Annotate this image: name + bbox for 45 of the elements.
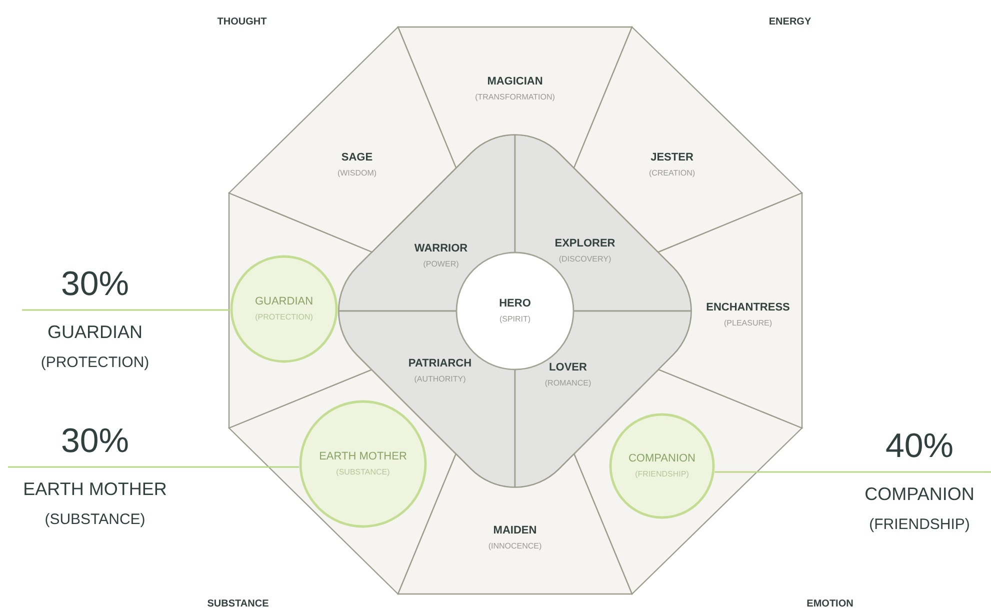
- percentage-value: 30%: [60, 265, 130, 303]
- archetype-name: EARTH MOTHER: [22, 478, 168, 500]
- archetype-trait: (PROTECTION): [40, 353, 150, 372]
- archetype-trait: (DISCOVERY): [558, 254, 612, 264]
- archetype-trait: (SPIRIT): [499, 314, 531, 324]
- archetype-name: ENCHANTRESS: [706, 302, 790, 314]
- archetype-name: COMPANION: [864, 483, 976, 505]
- archetype-name: SAGE: [341, 152, 373, 164]
- archetype-trait: (WISDOM): [337, 168, 377, 178]
- highlight-circle: [230, 255, 338, 363]
- archetype-name: PATRIARCH: [408, 358, 472, 370]
- archetype-name: HERO: [499, 298, 531, 310]
- quadrant-label: ENERGY: [768, 16, 812, 28]
- archetype-name: EXPLORER: [554, 238, 616, 250]
- leader-line: [714, 471, 991, 473]
- archetype-name: MAIDEN: [493, 524, 537, 538]
- archetype-trait: (SUBSTANCE): [336, 466, 390, 478]
- archetype-trait: (PROTECTION): [255, 312, 313, 322]
- archetype-trait: (AUTHORITY): [414, 374, 466, 384]
- leader-line: [22, 309, 230, 311]
- archetype-name: LOVER: [549, 362, 587, 374]
- percentage-value: 40%: [884, 427, 955, 465]
- archetype-name: MAGICIAN: [487, 76, 543, 88]
- quadrant-label: THOUGHT: [217, 16, 267, 28]
- archetype-trait: (INNOCENCE): [488, 540, 542, 552]
- highlight-circle: [609, 413, 715, 519]
- archetype-trait: (CREATION): [648, 168, 696, 178]
- archetype-name: COMPANION: [628, 452, 696, 466]
- percentage-value: 30%: [60, 422, 130, 460]
- highlight-circle: [299, 400, 427, 528]
- archetype-name: GUARDIAN: [254, 296, 314, 308]
- archetype-name: GUARDIAN: [46, 321, 144, 343]
- archetype-name: JESTER: [650, 152, 694, 164]
- archetype-trait: (FRIENDSHIP): [635, 468, 689, 480]
- quadrant-label: SUBSTANCE: [207, 598, 269, 610]
- quadrant-label: EMOTION: [806, 598, 854, 610]
- archetype-trait: (FRIENDSHIP): [868, 515, 971, 534]
- archetype-trait: (POWER): [423, 258, 459, 270]
- archetype-trait: (PLEASURE): [724, 318, 772, 328]
- archetype-trait: (TRANSFORMATION): [475, 92, 555, 102]
- archetype-trait: (SUBSTANCE): [44, 510, 146, 529]
- archetype-trait: (ROMANCE): [544, 378, 592, 388]
- leader-line: [8, 466, 300, 468]
- archetype-name: WARRIOR: [414, 242, 468, 256]
- archetype-name: EARTH MOTHER: [319, 450, 407, 464]
